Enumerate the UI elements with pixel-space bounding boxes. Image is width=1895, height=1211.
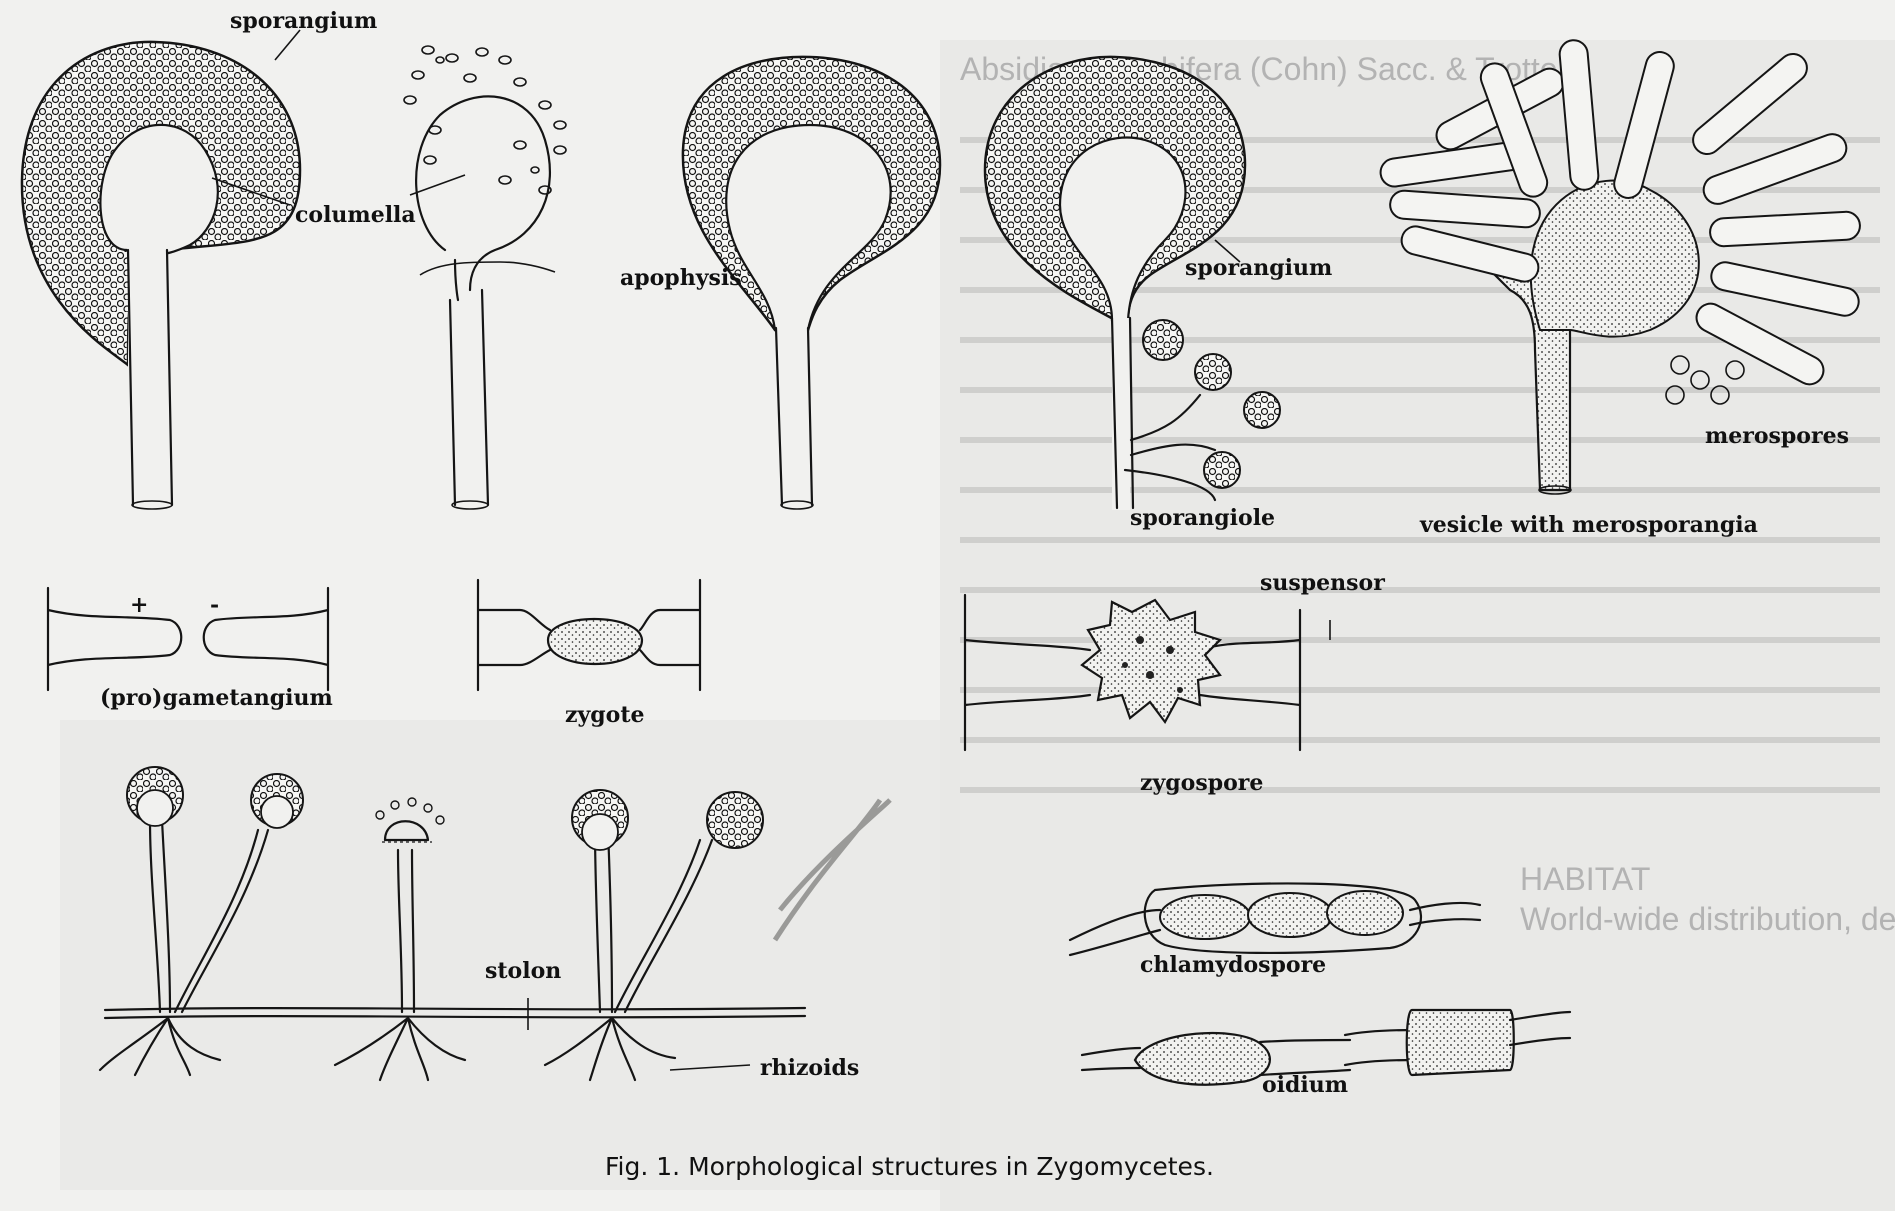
label-vesicle: vesicle with merosporangia [1419, 512, 1758, 538]
ghost-distribution: World-wide distribution, deriving [1520, 901, 1895, 937]
label-minus: - [210, 592, 219, 618]
label-plus: + [130, 592, 148, 618]
label-merospores: merospores [1705, 423, 1849, 449]
label-chlamydospore: chlamydospore [1140, 952, 1326, 978]
label-sporangium-right: sporangium [1185, 255, 1332, 281]
label-sporangiole: sporangiole [1130, 505, 1275, 531]
label-columella: columella [295, 202, 416, 228]
label-apophysis: apophysis [620, 265, 742, 291]
ghost-habitat: HABITAT [1520, 861, 1650, 897]
label-progametangium: (pro)gametangium [100, 685, 333, 711]
sporangium-full [22, 30, 300, 510]
figure-caption: Fig. 1. Morphological structures in Zygo… [605, 1152, 1214, 1181]
label-zygospore: zygospore [1140, 770, 1263, 796]
label-suspensor: suspensor [1260, 570, 1385, 596]
label-sporangium-top: sporangium [230, 8, 377, 34]
label-zygote: zygote [565, 702, 645, 728]
label-rhizoids: rhizoids [760, 1055, 859, 1081]
progametangium [48, 588, 328, 690]
zygote [478, 580, 700, 690]
label-stolon: stolon [485, 958, 561, 984]
columella-structure [404, 46, 566, 509]
label-oidium: oidium [1262, 1072, 1348, 1098]
